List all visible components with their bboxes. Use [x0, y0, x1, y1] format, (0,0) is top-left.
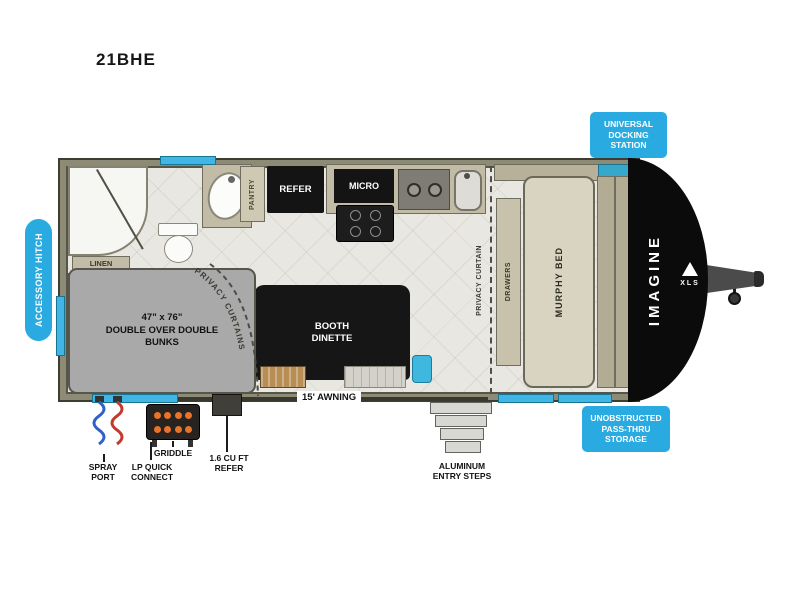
leader-line: [103, 454, 105, 462]
murphy-bed: MURPHY BED: [523, 176, 595, 388]
burner-icon: [369, 225, 381, 237]
kitchen-faucet: [464, 173, 470, 179]
cooktop: [398, 169, 450, 210]
leader-line: [150, 442, 152, 460]
hitch-coupler: [754, 271, 764, 287]
bath-faucet: [228, 176, 235, 183]
griddle-knob-icon: [164, 411, 172, 419]
entry-steps-icon: [440, 428, 484, 440]
pantry-label: PANTRY: [249, 178, 256, 210]
griddle-knob-icon: [185, 411, 193, 419]
privacy-curtain-label: PRIVACY CURTAIN: [476, 244, 483, 316]
brand-sub-label: XLS: [680, 280, 700, 287]
booth-dinette-label: BOOTH DINETTE: [311, 321, 353, 344]
lp-quick-connect-label: LP QUICK CONNECT: [130, 462, 174, 483]
accessory-hitch-label: ACCESSORY HITCH: [33, 232, 44, 327]
griddle-knob-icon: [164, 425, 172, 433]
hitch-jack-icon: [728, 292, 741, 305]
awning-label: 15' AWNING: [297, 391, 362, 405]
murphy-bed-label: MURPHY BED: [554, 246, 564, 318]
window: [558, 394, 612, 403]
griddle-knob-icon: [174, 425, 182, 433]
griddle-knob-icon: [153, 411, 161, 419]
bedroom-drawers: DRAWERS: [496, 198, 521, 366]
bunk-beds: 47" x 76" DOUBLE OVER DOUBLE BUNKS: [68, 268, 256, 394]
window: [498, 394, 554, 403]
griddle-knob-icon: [174, 411, 182, 419]
hitch-tongue: [700, 264, 758, 294]
leader-line: [226, 416, 228, 452]
range-stove: [336, 205, 394, 242]
griddle-leg: [152, 440, 157, 447]
griddle-knob-icon: [185, 425, 193, 433]
refer-label: REFER: [279, 183, 312, 195]
burner-icon: [406, 182, 421, 197]
burner-icon: [349, 210, 361, 222]
curtain-dashed-path: [209, 263, 259, 397]
griddle-knob-icon: [153, 425, 161, 433]
bunks-label: 47" x 76" DOUBLE OVER DOUBLE BUNKS: [105, 312, 219, 349]
logo-triangle-icon: [682, 262, 698, 276]
refrigerator: REFER: [267, 166, 324, 213]
drawers-label: DRAWERS: [505, 262, 512, 302]
svg-text:PRIVACY CURTAINS: PRIVACY CURTAINS: [193, 266, 247, 351]
griddle-label: GRIDDLE: [153, 448, 193, 458]
griddle-leg: [188, 440, 193, 447]
burner-icon: [349, 225, 361, 237]
window: [92, 394, 178, 403]
docking-station-callout: UNIVERSAL DOCKING STATION: [590, 112, 667, 158]
entry-steps-label: ALUMINUM ENTRY STEPS: [432, 461, 492, 482]
spray-port-label: SPRAY PORT: [88, 462, 118, 483]
storage-shelf: [344, 366, 406, 388]
spray-port-icon: [92, 396, 124, 446]
exterior-refer-label: 1.6 CU FT REFER: [209, 453, 249, 474]
model-number: 21BHE: [96, 50, 156, 69]
pantry-cabinet: PANTRY: [240, 166, 265, 222]
entry-steps-icon: [435, 415, 487, 427]
pass-thru-storage-callout: UNOBSTRUCTED PASS-THRU STORAGE: [582, 406, 670, 452]
burner-icon: [369, 210, 381, 222]
window: [56, 296, 65, 356]
griddle-icon: [146, 404, 200, 440]
exterior-refrigerator-icon: [212, 394, 242, 416]
burner-icon: [427, 182, 442, 197]
entry-steps-icon: [430, 402, 492, 414]
booth-dinette: BOOTH DINETTE: [254, 285, 410, 380]
brand-name: IMAGINE: [642, 180, 666, 380]
micro-label: MICRO: [349, 180, 379, 191]
toilet-bowl: [164, 235, 193, 263]
bunk-privacy-curtain: PRIVACY CURTAINS: [193, 263, 259, 397]
entry-steps-icon: [445, 441, 481, 453]
storage-shelf: [260, 366, 306, 388]
microwave: MICRO: [334, 169, 394, 203]
privacy-curtains-label: PRIVACY CURTAINS: [193, 266, 246, 351]
imagine-label: IMAGINE: [645, 233, 663, 327]
privacy-curtain-callout: PRIVACY CURTAIN: [472, 204, 487, 356]
accessory-hitch-callout: ACCESSORY HITCH: [25, 219, 52, 341]
privacy-curtain-line: [490, 166, 492, 394]
window: [160, 156, 216, 165]
sofa-seam: [614, 177, 616, 387]
linen-label: LINEN: [89, 259, 113, 269]
entry-step-well: [412, 355, 432, 383]
leader-line: [172, 441, 174, 447]
